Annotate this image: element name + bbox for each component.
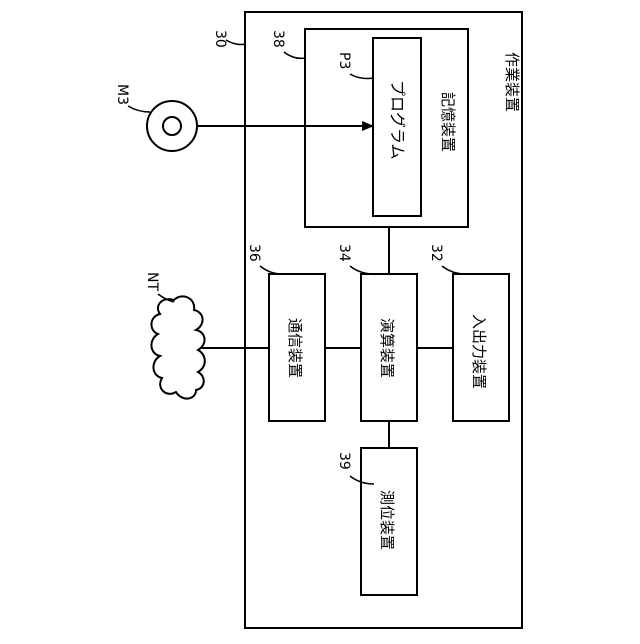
io-device-ref: 32	[428, 244, 444, 262]
compute-device-ref: 34	[336, 244, 352, 262]
compute-device-label: 演算装置	[378, 318, 396, 378]
storage-device-ref: 38	[270, 30, 286, 48]
storage-device-label: 記憶装置	[439, 92, 457, 152]
work-device-label: 作業装置	[503, 52, 521, 112]
comm-device-label: 通信装置	[286, 318, 304, 378]
positioning-device-label: 測位装置	[378, 490, 396, 550]
storage-medium-leader	[128, 106, 150, 112]
storage-medium-hole	[163, 117, 181, 135]
storage-medium-ref: M3	[114, 84, 130, 105]
comm-device-ref: 36	[246, 244, 262, 262]
work-device-ref: 30	[212, 30, 228, 48]
program-ref: P3	[336, 52, 352, 69]
network-ref: NT	[144, 272, 160, 291]
network-cloud-icon	[151, 296, 204, 398]
work-device-leader	[226, 40, 246, 45]
io-device-label: 入出力装置	[470, 314, 488, 389]
positioning-device-ref: 39	[336, 452, 352, 470]
program-label: プログラム	[388, 80, 407, 160]
